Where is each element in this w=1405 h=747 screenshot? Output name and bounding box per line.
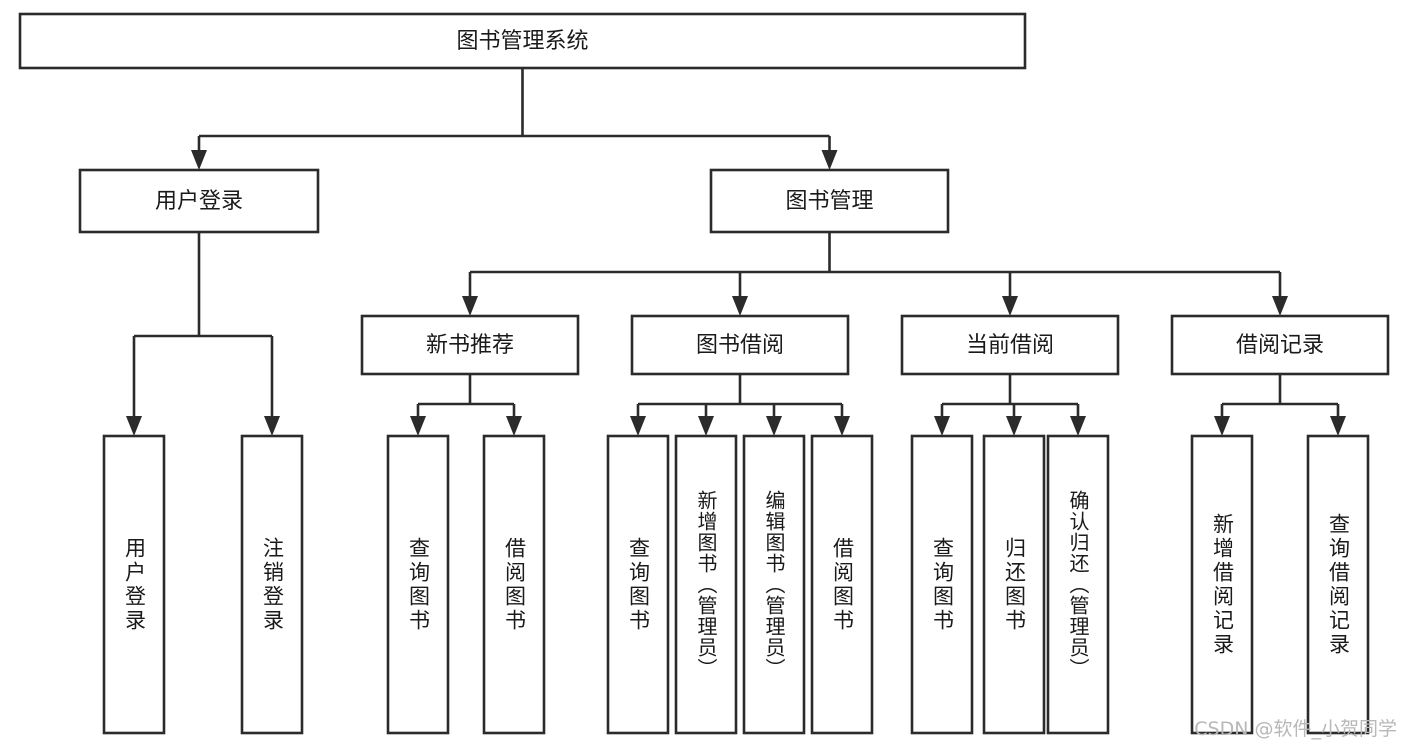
node-leaf-8-rect[interactable] [910,434,974,735]
connectors-layer [126,68,1346,436]
arrow-head-icon [506,416,522,436]
node-leaf-0-rect[interactable] [102,434,166,735]
arrow-head-icon [410,416,426,436]
arrow-head-icon [191,150,207,170]
node-level2-1-label: 图书管理 [785,189,873,214]
boxes-layer [18,12,1390,735]
arrow-head-icon [1006,416,1022,436]
node-leaf-7-rect[interactable] [810,434,874,735]
node-leaf-4-rect[interactable] [606,434,670,735]
node-leaf-12-rect[interactable] [1306,434,1370,735]
node-level3-2[interactable] [900,314,1120,376]
arrow-head-icon [630,416,646,436]
node-root-system-label: 图书管理系统 [456,29,588,54]
node-root-system-rect[interactable] [18,12,1027,70]
arrow-head-icon [462,296,478,316]
node-level3-3-rect[interactable] [1170,314,1390,376]
node-leaf-10-rect[interactable] [1046,434,1110,735]
arrow-head-icon [1330,416,1346,436]
arrow-head-icon [1002,296,1018,316]
arrow-head-icon [1214,416,1230,436]
arrow-head-icon [732,296,748,316]
arrow-head-icon [766,416,782,436]
node-level2-0[interactable] [78,168,320,234]
node-leaf-6-rect[interactable] [742,434,806,735]
arrow-head-icon [834,416,850,436]
node-level3-3[interactable] [1170,314,1390,376]
arrow-head-icon [126,416,142,436]
arrow-head-icon [821,150,838,170]
node-level3-3-label: 借阅记录 [1236,333,1324,358]
node-level3-0-rect[interactable] [360,314,580,376]
node-leaf-11-rect[interactable] [1190,434,1254,735]
node-level3-0[interactable] [360,314,580,376]
arrow-head-icon [1272,296,1288,316]
node-level2-0-label: 用户登录 [155,189,243,214]
arrow-head-icon [1070,416,1086,436]
node-level3-2-label: 当前借阅 [966,333,1054,358]
node-root-system[interactable] [18,12,1027,70]
node-level2-0-rect[interactable] [78,168,320,234]
node-level3-1[interactable] [630,314,850,376]
node-level3-0-label: 新书推荐 [426,333,514,358]
node-level3-2-rect[interactable] [900,314,1120,376]
node-level3-1-rect[interactable] [630,314,850,376]
arrow-head-icon [264,416,280,436]
node-leaf-3-rect[interactable] [482,434,546,735]
arrow-head-icon [934,416,950,436]
node-leaf-1-rect[interactable] [240,434,304,735]
node-leaf-2-rect[interactable] [386,434,450,735]
arrow-head-icon [698,416,714,436]
node-level2-1-rect[interactable] [709,168,950,234]
node-level3-1-label: 图书借阅 [696,333,784,358]
watermark-text: CSDN @软件_小贺同学 [1194,718,1397,740]
node-leaf-5-rect[interactable] [674,434,738,735]
node-level2-1[interactable] [709,168,950,234]
node-leaf-9-rect[interactable] [982,434,1046,735]
